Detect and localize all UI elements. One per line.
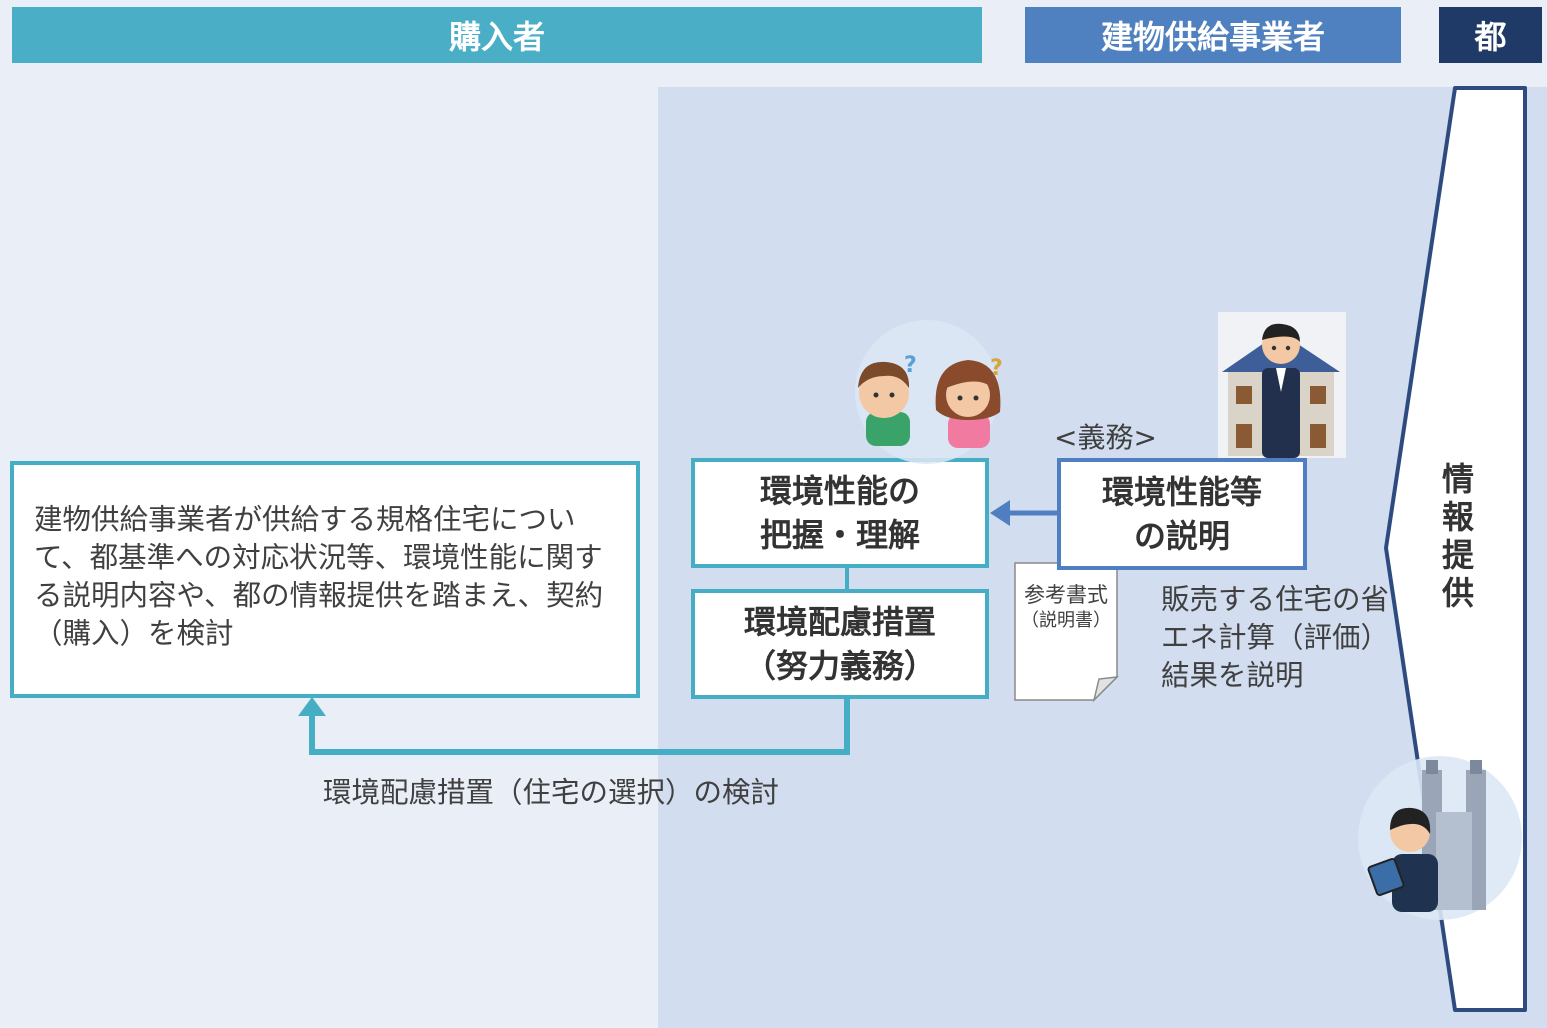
doc-fold-corner bbox=[1092, 676, 1120, 703]
effort-duty-line2: （努力義務） bbox=[743, 647, 936, 685]
explanation-box: 環境性能等 の説明 bbox=[1057, 458, 1307, 570]
supplier-header-label: 建物供給事業者 bbox=[1100, 18, 1325, 56]
reference-doc-line1: 参考書式 bbox=[1024, 583, 1108, 607]
understanding-line2: 把握・理解 bbox=[759, 516, 920, 554]
supplier-header: 建物供給事業者 bbox=[1025, 7, 1401, 63]
buyer-consideration-box: 建物供給事業者が供給する規格住宅について、都基準への対応状況等、環境性能に関する… bbox=[10, 461, 640, 698]
feedback-loop-line bbox=[309, 697, 850, 755]
info-char-3: 提 bbox=[1441, 536, 1474, 574]
effort-duty-line1: 環境配慮措置 bbox=[743, 603, 936, 641]
buyer-header-label: 購入者 bbox=[448, 18, 545, 56]
buyer-header: 購入者 bbox=[12, 7, 982, 63]
reference-doc-label: 参考書式 （説明書） bbox=[1015, 582, 1117, 634]
explanation-line2: の説明 bbox=[1133, 517, 1230, 555]
metro-header-label: 都 bbox=[1474, 18, 1507, 56]
info-char-2: 報 bbox=[1441, 498, 1474, 536]
info-char-4: 供 bbox=[1441, 574, 1474, 612]
understanding-box: 環境性能の 把握・理解 bbox=[691, 458, 989, 568]
metro-header: 都 bbox=[1439, 7, 1542, 63]
buyer-consideration-text: 建物供給事業者が供給する規格住宅について、都基準への対応状況等、環境性能に関する… bbox=[34, 503, 604, 650]
feedback-arrowhead bbox=[298, 697, 326, 716]
reference-doc-line2: （説明書） bbox=[1021, 610, 1111, 631]
info-char-1: 情 bbox=[1441, 460, 1474, 498]
duty-label: <義務> bbox=[1054, 421, 1157, 454]
info-provision-label: 情 報 提 供 bbox=[1436, 460, 1480, 612]
explanation-line1: 環境性能等 bbox=[1101, 473, 1262, 511]
explain-arrowhead bbox=[990, 500, 1010, 526]
understanding-line1: 環境性能の bbox=[759, 472, 920, 510]
effort-duty-box: 環境配慮措置 （努力義務） bbox=[691, 589, 989, 699]
feedback-loop-label: 環境配慮措置（住宅の選択）の検討 bbox=[323, 776, 780, 809]
sales-explanation-text: 販売する住宅の省エネ計算（評価）結果を説明 bbox=[1161, 583, 1390, 692]
